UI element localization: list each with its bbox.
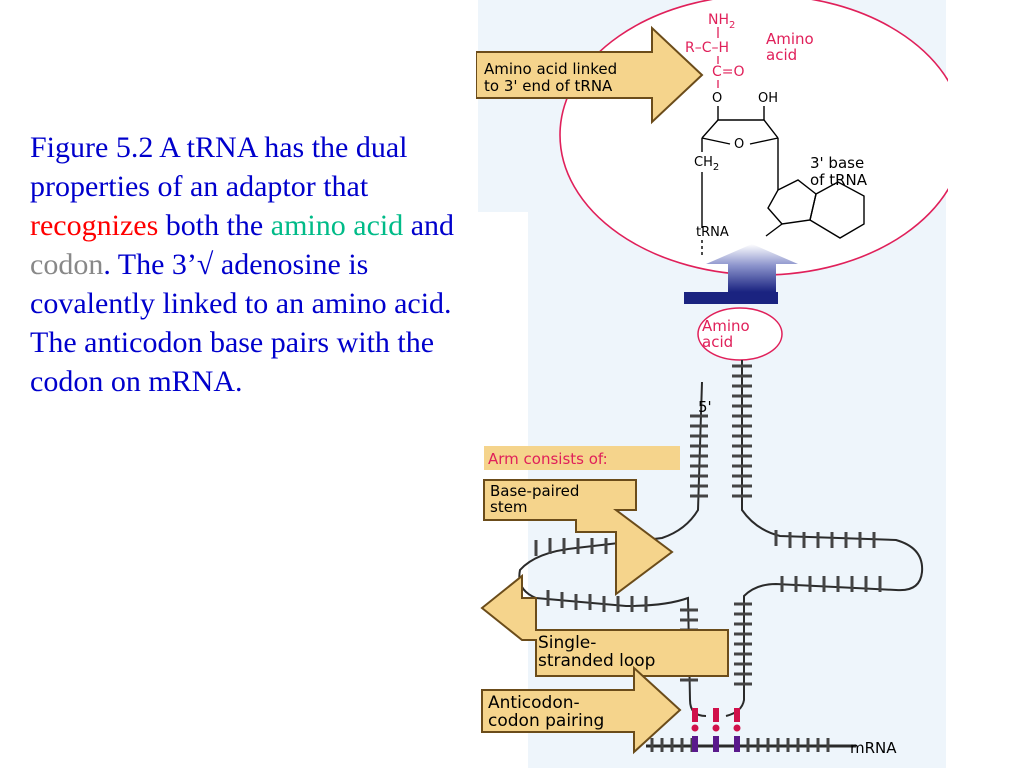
- rch-label: R–C–H: [685, 40, 729, 56]
- ch2-label: CH2: [694, 155, 719, 173]
- detail-circle: [559, 0, 948, 276]
- base-paired-stem-line1: Base-paired: [490, 482, 579, 500]
- caption-text: both the: [158, 209, 271, 242]
- figure-caption: Figure 5.2 A tRNA has the dual propertie…: [30, 128, 462, 401]
- base-label-line2: of tRNA: [810, 171, 868, 189]
- five-prime-label: 5': [698, 398, 712, 416]
- co-label: C=O: [712, 64, 745, 80]
- t-arm: [774, 530, 882, 592]
- acceptor-stem: [690, 364, 752, 498]
- caption-text: Figure 5.2 A tRNA has the dual propertie…: [30, 131, 408, 203]
- amino-acid-circle: [697, 307, 783, 361]
- anticodon-pairing-line1: Anticodon-: [488, 693, 580, 713]
- anticodon-pairing-line2: codon pairing: [488, 711, 604, 731]
- amino-acid-linked-line2: to 3' end of tRNA: [484, 77, 613, 95]
- anticodon-pairing-arrow: Anticodon- codon pairing: [481, 665, 682, 755]
- single-stranded-loop-line2: stranded loop: [538, 651, 655, 671]
- amino-acid-small-line2: acid: [702, 333, 733, 351]
- base-paired-stem-arrow: Base-paired stem: [483, 479, 674, 596]
- amino-acid-label-line2: acid: [766, 46, 797, 64]
- trna-label: tRNA: [696, 225, 729, 240]
- base-paired-stem-line2: stem: [490, 498, 528, 516]
- nh2-label: NH2: [708, 12, 735, 31]
- zoom-arrow: [684, 244, 798, 304]
- amino-acid-structure: NH2 R–C–H C=O: [685, 12, 745, 88]
- caption-amino-acid: amino acid: [270, 209, 404, 242]
- amino-acid-small-line1: Amino: [702, 317, 750, 335]
- caption-text: and: [403, 209, 455, 242]
- ribose-structure: O OH O CH2 tRNA: [694, 91, 865, 256]
- mrna-label: mRNA: [850, 739, 897, 757]
- arm-consists-label: Arm consists of:: [488, 450, 608, 468]
- ring-o-label: O: [734, 137, 744, 152]
- arm-consists-box: [484, 446, 680, 470]
- anticodon-codon-pairs: [691, 708, 741, 752]
- caption-text: . The 3’√ adenosine is covalently linked…: [30, 248, 452, 398]
- single-stranded-loop-arrow: Single- stranded loop: [480, 573, 729, 677]
- o-label: O: [712, 91, 722, 106]
- base-label-line1: 3' base: [810, 154, 864, 172]
- caption-codon: codon: [30, 248, 104, 281]
- amino-acid-linked-line1: Amino acid linked: [484, 60, 617, 78]
- amino-acid-label-line1: Amino: [766, 30, 814, 48]
- trna-diagram: Amino acid linked to 3' end of tRNA NH2 …: [476, 0, 948, 768]
- single-stranded-loop-line1: Single-: [538, 633, 596, 653]
- oh-label: OH: [758, 91, 778, 106]
- caption-recognizes: recognizes: [30, 209, 159, 242]
- amino-acid-linked-arrow: Amino acid linked to 3' end of tRNA: [476, 25, 704, 125]
